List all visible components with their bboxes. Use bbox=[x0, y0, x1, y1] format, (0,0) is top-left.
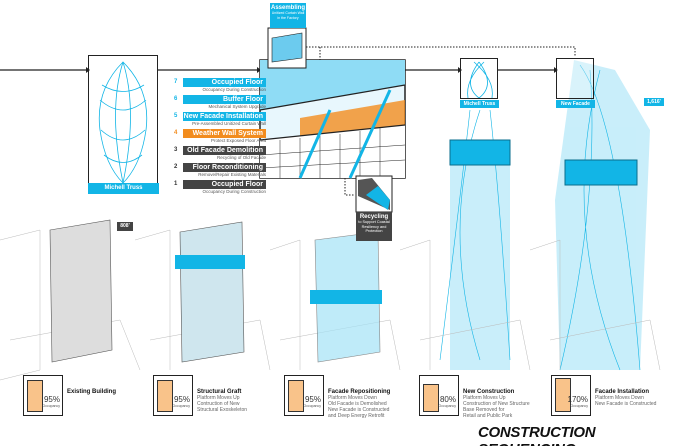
height-new-badge: 1,616' bbox=[644, 98, 664, 106]
occupancy-fill bbox=[27, 380, 43, 412]
step-label: Floor Reconditioning bbox=[183, 163, 266, 172]
occupancy-fill bbox=[423, 384, 439, 412]
recycling-label: Recycling to Support Coastal Resiliency … bbox=[356, 212, 392, 241]
height-existing-badge: 808' bbox=[117, 222, 133, 231]
michell-truss-label-left: Michell Truss bbox=[88, 183, 159, 194]
occupancy-fill bbox=[157, 380, 173, 412]
occupancy-label: Occupancy bbox=[438, 404, 456, 408]
recycling-title: Recycling bbox=[359, 214, 389, 220]
new-facade-label: New Facade bbox=[556, 100, 595, 108]
stage-desc-line: Contruction of New bbox=[197, 401, 240, 407]
occupancy-label: Occupancy bbox=[172, 404, 190, 408]
stage-desc-line: Base Removed for bbox=[463, 407, 505, 413]
occupancy-box: 95% Occupancy bbox=[23, 375, 63, 416]
stage-title: New Construction bbox=[463, 389, 515, 395]
step-sub: Occupancy During Construction bbox=[202, 189, 266, 194]
occupancy-fill bbox=[555, 378, 571, 412]
occupancy-label: Occupancy bbox=[42, 404, 60, 408]
step-number: 1 bbox=[174, 181, 178, 187]
step-label: New Facade Installation bbox=[183, 112, 266, 121]
stage-title: Facade Repositioning bbox=[328, 389, 391, 395]
stage-desc-line: Retail and Public Park bbox=[463, 413, 513, 419]
assembling-label: Assembling Unitized Curtain Wall in the … bbox=[270, 3, 306, 28]
step-number: 4 bbox=[174, 130, 178, 136]
step-sub: Protect Exposed Floor Area bbox=[210, 138, 266, 143]
stage-title: Facade Installation bbox=[595, 389, 650, 395]
occupancy-label: Occupancy bbox=[570, 404, 588, 408]
step-number: 2 bbox=[174, 164, 178, 170]
step-number: 7 bbox=[174, 79, 178, 85]
recycling-sub: to Support Coastal Resiliency and Protec… bbox=[358, 220, 390, 233]
step-sub: Mechanical System Upgrade bbox=[208, 104, 266, 109]
occupancy-percent: 170% bbox=[567, 395, 588, 404]
assembling-sub: Unitized Curtain Wall in the Factory bbox=[271, 11, 305, 20]
truss-right-frame bbox=[460, 58, 498, 99]
occupancy-percent: 95% bbox=[304, 395, 321, 404]
stage-desc-line: Old Facade is Demolished bbox=[328, 401, 387, 407]
diagram-title: CONSTRUCTION SEQUENCING bbox=[478, 424, 596, 446]
step-number: 6 bbox=[174, 96, 178, 102]
step-label: Buffer Floor bbox=[183, 95, 266, 104]
step-label: Occupied Floor bbox=[183, 180, 266, 189]
step-sub: Occupancy During Construction bbox=[202, 87, 266, 92]
stage-desc-line: Construction of New Structure bbox=[463, 401, 530, 407]
occupancy-box: 170% Occupancy bbox=[551, 375, 591, 416]
stage-desc-line: Platform Moves Down bbox=[328, 395, 377, 401]
occupancy-box: 80% Occupancy bbox=[419, 375, 459, 416]
step-label: Old Facade Demolition bbox=[183, 146, 266, 155]
stage-desc-line: and Deep Energy Retrofit bbox=[328, 413, 385, 419]
stage-desc-line: Platform Moves Up bbox=[463, 395, 506, 401]
new-facade-frame bbox=[556, 58, 594, 99]
occupancy-percent: 80% bbox=[439, 395, 456, 404]
step-number: 5 bbox=[174, 113, 178, 119]
step-number: 3 bbox=[174, 147, 178, 153]
assembling-title: Assembling bbox=[270, 5, 305, 11]
step-sub: Remove/Repair Existing Materials bbox=[198, 172, 266, 177]
occupancy-box: 95% Occupancy bbox=[284, 375, 324, 416]
michell-truss-label-right: Michell Truss bbox=[460, 100, 499, 108]
stage-title: Structural Graft bbox=[197, 389, 242, 395]
stage-desc-line: Platform Moves Down bbox=[595, 395, 644, 401]
step-sub: Recycling of Old Facade bbox=[216, 155, 266, 160]
stage-caption: Existing Building bbox=[67, 389, 116, 395]
stage-desc-line: New Facade is Constructed bbox=[595, 401, 657, 407]
occupancy-label: Occupancy bbox=[303, 404, 321, 408]
truss-left-frame bbox=[88, 55, 158, 185]
step-sub: Pre-Assembled Unitized Curtain Wall bbox=[192, 121, 266, 126]
stage-title: Existing Building bbox=[67, 389, 116, 395]
step-label: Weather Wall System bbox=[183, 129, 266, 138]
stage-desc-line: Platform Moves Up bbox=[197, 395, 240, 401]
step-label: Occupied Floor bbox=[183, 78, 266, 87]
stage-desc-line: New Facade is Constructed bbox=[328, 407, 390, 413]
occupancy-fill bbox=[288, 380, 304, 412]
occupancy-box: 95% Occupancy bbox=[153, 375, 193, 416]
occupancy-percent: 95% bbox=[43, 395, 60, 404]
occupancy-percent: 95% bbox=[173, 395, 190, 404]
stage-desc-line: Structural Exoskeleton bbox=[197, 407, 248, 413]
